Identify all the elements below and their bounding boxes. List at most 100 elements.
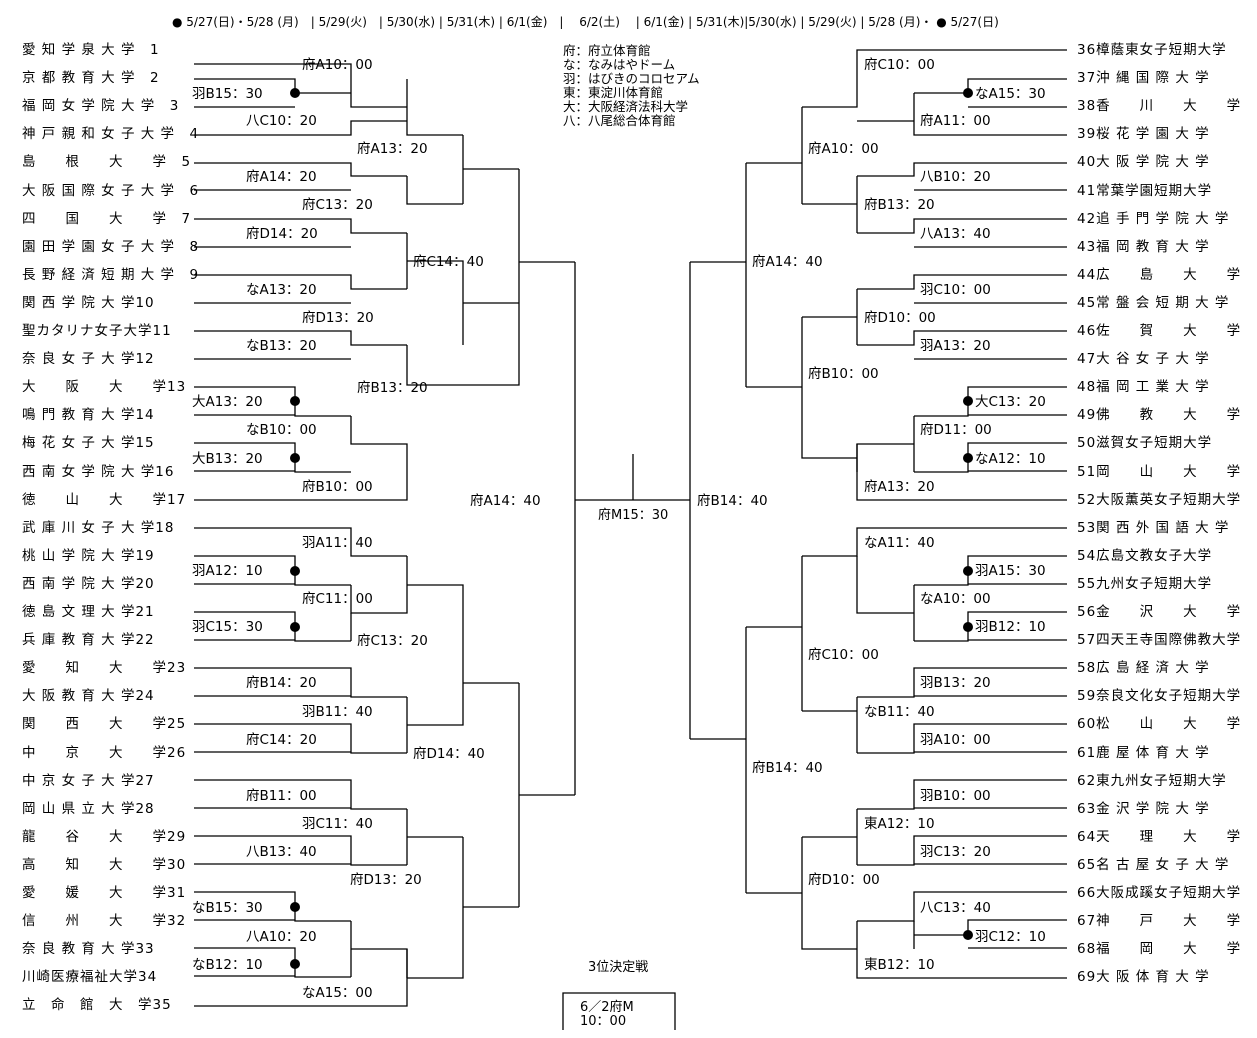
match-label: なA12：10	[975, 451, 1046, 467]
winner-dot	[963, 930, 973, 940]
team-name: 64天 理 大 学	[1077, 829, 1242, 845]
match-label: 羽C12：10	[975, 929, 1046, 945]
match-label: 府D13：20	[350, 872, 422, 888]
bracket-line	[857, 667, 1067, 698]
match-label: 大C13：20	[975, 394, 1046, 410]
legend-entry: 八：八尾総合体育館	[563, 113, 676, 128]
bracket-line	[914, 919, 1067, 936]
match-label: 羽B13：20	[920, 675, 991, 691]
team-name: 関 西 大 学25	[22, 716, 187, 732]
match-label: 羽C10：00	[920, 282, 991, 298]
bracket-line	[802, 49, 1067, 108]
team-name: 42追 手 門 学 院 大 学	[1077, 211, 1230, 227]
winner-dot	[963, 566, 973, 576]
match-label: 府A11：00	[920, 113, 991, 129]
team-name: 鳴 門 教 育 大 学14	[22, 407, 155, 423]
team-name: 岡 山 県 立 大 学28	[22, 801, 155, 817]
match-label: 大A13：20	[192, 394, 263, 410]
match-label: 府A14：40	[752, 254, 823, 270]
team-name: 44広 島 大 学	[1077, 267, 1242, 283]
bracket-line	[913, 93, 1067, 136]
team-name: 信 州 大 学32	[22, 913, 187, 929]
match-label: 府B11：00	[246, 788, 317, 804]
winner-dot	[290, 959, 300, 969]
team-name: 関 西 学 院 大 学10	[22, 295, 155, 311]
team-name: 武 庫 川 女 子 大 学18	[22, 520, 175, 536]
match-label: 八A13：40	[920, 226, 991, 242]
legend-entry: 府：府立体育館	[563, 43, 651, 58]
team-name: 西 南 女 学 院 大 学16	[22, 464, 175, 480]
bracket-line	[857, 218, 1067, 234]
team-name: 川崎医療福祉大学34	[22, 969, 158, 985]
winner-dot	[963, 622, 973, 632]
match-label: なA10：00	[920, 591, 991, 607]
match-label: 府C14：20	[246, 732, 317, 748]
team-name: 59奈良文化女子短期大学	[1077, 688, 1242, 704]
team-name: 51岡 山 大 学	[1077, 464, 1242, 480]
bracket-line	[857, 274, 1067, 290]
bracket-line	[194, 120, 407, 136]
team-name: 徳 島 文 理 大 学21	[22, 604, 155, 620]
team-name: 57四天王寺国際佛教大学	[1077, 632, 1242, 648]
winner-dot	[290, 902, 300, 912]
match-label: 府A13：20	[357, 141, 428, 157]
team-name: 聖カタリナ女子大学11	[22, 323, 172, 339]
team-name: 四 国 大 学 7	[22, 211, 192, 227]
team-name: 京 都 教 育 大 学 2	[22, 70, 160, 86]
match-label: 羽C15：30	[192, 619, 263, 635]
team-name: 53関 西 外 国 語 大 学	[1077, 520, 1230, 536]
bracket-line	[856, 921, 1067, 979]
bracket-line	[463, 169, 520, 386]
bracket-line	[406, 176, 463, 205]
team-name: 大 阪 教 育 大 学24	[22, 688, 155, 704]
match-label: 府C10：00	[808, 647, 879, 663]
team-name: 梅 花 女 子 大 学15	[22, 435, 155, 451]
match-label: 府D10：00	[864, 310, 936, 326]
team-name: 52大阪薫英女子短期大学	[1077, 492, 1242, 508]
match-label: なB10：00	[246, 422, 317, 438]
match-label: 府B13：20	[357, 380, 428, 396]
bracket-line	[914, 78, 1067, 94]
team-name: 63金 沢 学 院 大 学	[1077, 801, 1210, 817]
bracket-line	[407, 584, 464, 641]
match-label: 東B12：10	[864, 957, 935, 973]
bracket-line	[407, 837, 464, 979]
match-label: なB11：40	[864, 704, 935, 720]
final-match-label: 府M15：30	[598, 508, 669, 523]
team-name: 西 南 学 院 大 学20	[22, 576, 155, 592]
bracket-line	[857, 835, 1067, 866]
match-label: 府A14：40	[470, 493, 541, 509]
match-label: 府B14：40	[697, 493, 768, 509]
bracket-line	[801, 317, 857, 459]
team-name: 67神 戸 大 学	[1077, 913, 1242, 929]
team-name: 54広島文教女子大学	[1077, 548, 1213, 564]
team-name: 愛 媛 大 学31	[22, 885, 187, 901]
match-label: なA15：00	[302, 985, 373, 1001]
bracket-line	[194, 527, 407, 557]
team-name: 49佛 教 大 学	[1077, 407, 1242, 423]
match-label: 府C11：00	[302, 591, 373, 607]
match-label: 府A13：20	[864, 479, 935, 495]
bracket-line	[857, 723, 1067, 754]
match-label: 羽C11：40	[302, 816, 373, 832]
winner-dot	[290, 396, 300, 406]
team-name: 徳 山 大 学17	[22, 492, 187, 508]
team-name: 50滋賀女子短期大学	[1077, 435, 1213, 451]
bracket-line	[194, 667, 407, 698]
match-label: 八B13：40	[246, 844, 317, 860]
match-label: なA11：40	[864, 535, 935, 551]
match-label: 羽A15：30	[975, 563, 1046, 579]
bracket-line	[407, 260, 464, 345]
match-label: 府D11：00	[920, 422, 992, 438]
team-name: 桃 山 学 院 大 学19	[22, 548, 155, 564]
team-name: 福 岡 女 学 院 大 学 3	[22, 98, 180, 114]
match-label: 府B14：20	[246, 675, 317, 691]
match-label: 羽B12：10	[975, 619, 1046, 635]
match-label: 府C13：20	[357, 633, 428, 649]
team-name: 46佐 賀 大 学	[1077, 323, 1242, 339]
team-name: 兵 庫 教 育 大 学22	[22, 632, 155, 648]
team-name: 高 知 大 学30	[22, 857, 187, 873]
bracket-line	[857, 891, 1067, 922]
winner-dot	[963, 88, 973, 98]
